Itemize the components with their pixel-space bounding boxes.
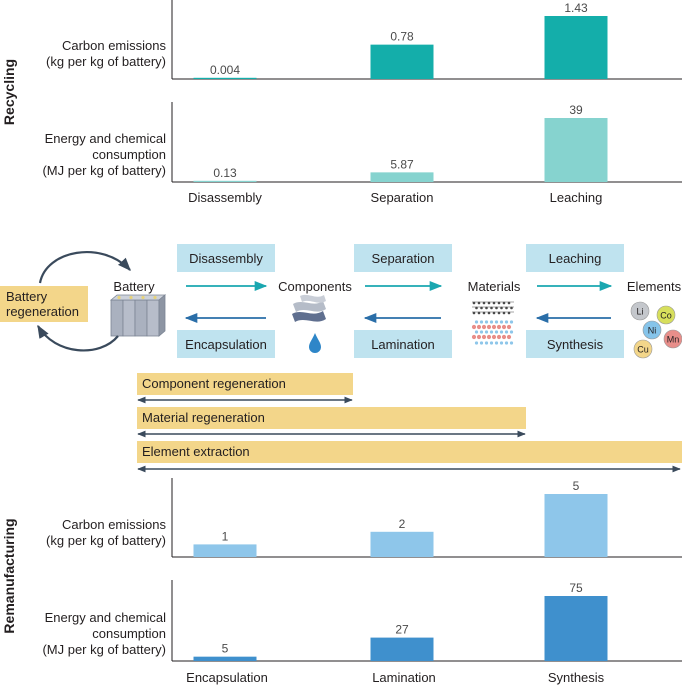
reman-energy-bar-synthesis	[544, 596, 608, 661]
recycling-carbon-chart: Carbon emissions(kg per kg of battery) 0.…	[46, 0, 682, 80]
components-stage-label: Components	[278, 279, 352, 294]
recycling-carbon-value-label-separation: 0.78	[390, 30, 414, 44]
reman-energy-ylabel-line2: consumption	[92, 626, 166, 641]
element-li-symbol: Li	[636, 307, 643, 317]
component-regeneration-bar	[137, 373, 353, 395]
recycling-category-labels: Disassembly Separation Leaching	[188, 190, 602, 205]
recycling-energy-value-label-leaching: 39	[569, 103, 583, 117]
element-cu-circle	[633, 339, 653, 359]
element-co-circle	[656, 305, 676, 325]
encapsulation-box	[177, 330, 275, 358]
reman-carbon-bar-synthesis	[544, 494, 608, 557]
recycling-energy-ylabel-line1: Energy and chemical	[45, 131, 167, 146]
recycling-energy-bar-separation	[370, 172, 434, 182]
regeneration-cycle-arrow-bottom	[37, 324, 119, 352]
disassembly-box	[177, 244, 275, 272]
disassembly-box-label: Disassembly	[189, 251, 263, 266]
synthesis-box-label: Synthesis	[547, 337, 604, 352]
leaching-box-label: Leaching	[549, 251, 602, 266]
element-mn-circle	[663, 329, 682, 349]
recycling-carbon-bar-disassembly	[193, 77, 257, 79]
battery-pack-icon	[109, 294, 167, 337]
element-cu-symbol: Cu	[637, 345, 649, 355]
reman-energy-value-label-synthesis: 75	[569, 581, 583, 595]
separation-box	[354, 244, 452, 272]
encapsulation-box-label: Encapsulation	[185, 337, 267, 352]
reman-energy-ylabel-line1: Energy and chemical	[45, 610, 167, 625]
process-diagram: Disassembly Separation Leaching Encapsul…	[0, 244, 682, 473]
element-extraction-bar	[137, 441, 682, 463]
reman-carbon-bar-lamination	[370, 531, 434, 557]
materials-stage-label: Materials	[468, 279, 521, 294]
lamination-box	[354, 330, 452, 358]
leaching-box	[526, 244, 624, 272]
category-label-encapsulation: Encapsulation	[186, 670, 268, 685]
component-regeneration-label: Component regeneration	[142, 376, 286, 391]
recycling-carbon-ylabel-line1: Carbon emissions	[62, 38, 167, 53]
reman-category-labels: Encapsulation Lamination Synthesis	[186, 670, 605, 685]
synthesis-box	[526, 330, 624, 358]
elements-stage-label: Elements	[627, 279, 682, 294]
category-label-synthesis: Synthesis	[548, 670, 605, 685]
battery-regeneration-box	[0, 286, 88, 322]
element-ni-circle	[642, 320, 662, 340]
element-mn-symbol: Mn	[667, 335, 680, 345]
category-label-lamination: Lamination	[372, 670, 436, 685]
reman-carbon-value-label-synthesis: 5	[573, 479, 580, 493]
reman-energy-value-label-encapsulation: 5	[222, 642, 229, 656]
regeneration-cycle-arrow-top	[38, 251, 131, 284]
reman-carbon-ylabel-line2: (kg per kg of battery)	[46, 533, 166, 548]
lamination-box-label: Lamination	[371, 337, 435, 352]
recycling-energy-value-label-disassembly: 0.13	[213, 166, 237, 180]
recycling-carbon-value-label-disassembly: 0.004	[210, 63, 240, 77]
reman-carbon-chart: Carbon emissions(kg per kg of battery) 1 2…	[46, 478, 682, 558]
recycling-section-label: Recycling	[1, 59, 17, 125]
recycling-energy-bar-leaching	[544, 118, 608, 182]
recycling-energy-value-label-separation: 5.87	[390, 157, 414, 171]
category-label-separation: Separation	[371, 190, 434, 205]
reman-energy-value-label-lamination: 27	[395, 623, 409, 637]
material-regeneration-label: Material regeneration	[142, 410, 265, 425]
battery-regeneration-label-line2: regeneration	[6, 304, 79, 319]
separation-box-label: Separation	[372, 251, 435, 266]
battery-regeneration-label-line1: Battery	[6, 289, 48, 304]
electrolyte-droplet-icon	[309, 333, 321, 353]
element-extraction-label: Element extraction	[142, 444, 250, 459]
category-label-disassembly: Disassembly	[188, 190, 262, 205]
recycling-carbon-value-label-leaching: 1.43	[564, 1, 588, 15]
element-co-symbol: Co	[660, 311, 672, 321]
reman-carbon-value-label-encapsulation: 1	[222, 529, 229, 543]
recycling-carbon-bar-separation	[370, 44, 434, 79]
battery-stage-label: Battery	[113, 279, 155, 294]
components-sheets-icon	[292, 294, 326, 322]
recycling-carbon-bar-leaching	[544, 16, 608, 79]
reman-carbon-value-label-lamination: 2	[399, 517, 406, 531]
recycling-energy-ylabel-line2: consumption	[92, 147, 166, 162]
element-li-circle	[630, 301, 650, 321]
category-label-leaching: Leaching	[550, 190, 603, 205]
reman-energy-bar-encapsulation	[193, 656, 257, 661]
reman-energy-bar-lamination	[370, 637, 434, 661]
remanufacturing-section-label: Remanufacturing	[1, 518, 17, 633]
reman-energy-ylabel-line3: (MJ per kg of battery)	[42, 642, 166, 657]
material-regeneration-bar	[137, 407, 526, 429]
reman-carbon-ylabel-line1: Carbon emissions	[62, 517, 167, 532]
recycling-energy-ylabel-line3: (MJ per kg of battery)	[42, 163, 166, 178]
materials-lattice-icon	[471, 301, 514, 345]
element-ni-symbol: Ni	[648, 326, 657, 336]
recycling-energy-bar-disassembly	[193, 180, 257, 182]
recycling-carbon-ylabel-line2: (kg per kg of battery)	[46, 54, 166, 69]
reman-carbon-bar-encapsulation	[193, 544, 257, 557]
